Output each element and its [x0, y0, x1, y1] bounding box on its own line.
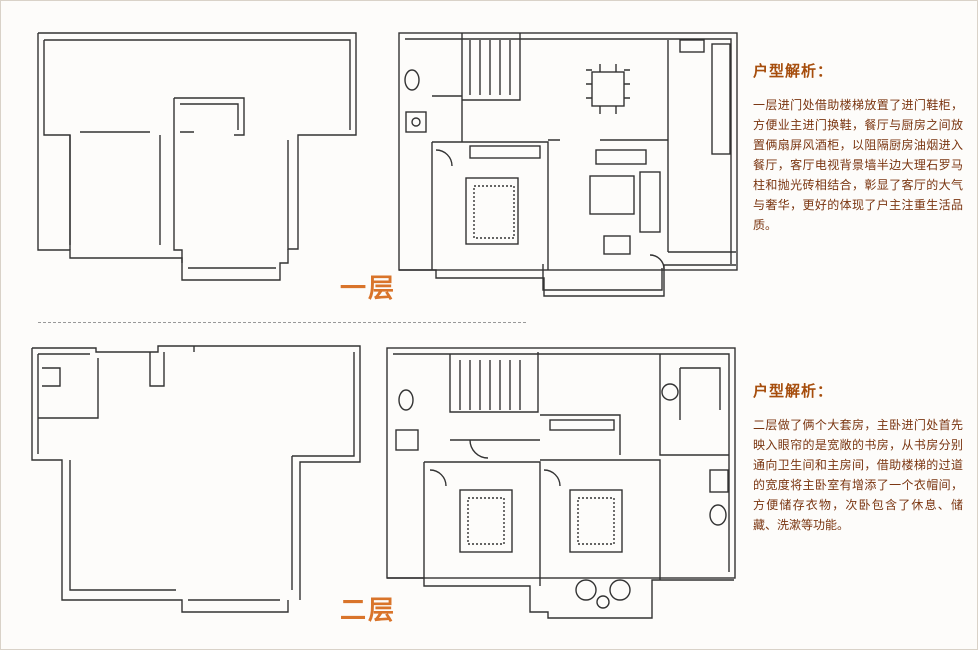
- floor2-analysis-text: 二层做了俩个大套房，主卧进门处首先映入眼帘的是宽敞的书房，从书房分别通向卫生间和…: [753, 418, 963, 532]
- floor1-analysis-panel: 户型解析： 一层进门处借助楼梯放置了进门鞋柜，方便业主进门换鞋，餐厅与厨房之间放…: [753, 60, 963, 235]
- floor2-bare-plan: [31, 345, 361, 613]
- floor-divider: [38, 322, 526, 323]
- floor1-bare-plan: [37, 32, 357, 281]
- floor1-label: 一层: [340, 274, 397, 304]
- floor2-label: 二层: [340, 596, 397, 626]
- floor1-analysis-text: 一层进门处借助楼梯放置了进门鞋柜，方便业主进门换鞋，餐厅与厨房之间放置俩扇屏风酒…: [753, 98, 963, 232]
- floor2-analysis-title: 户型解析：: [753, 382, 834, 400]
- floor2-analysis-panel: 户型解析： 二层做了俩个大套房，主卧进门处首先映入眼帘的是宽敞的书房，从书房分别…: [753, 380, 963, 535]
- floor1-furnished-plan: [398, 32, 738, 297]
- floor2-furnished-plan: [386, 347, 736, 619]
- floor1-analysis-title: 户型解析：: [753, 62, 834, 80]
